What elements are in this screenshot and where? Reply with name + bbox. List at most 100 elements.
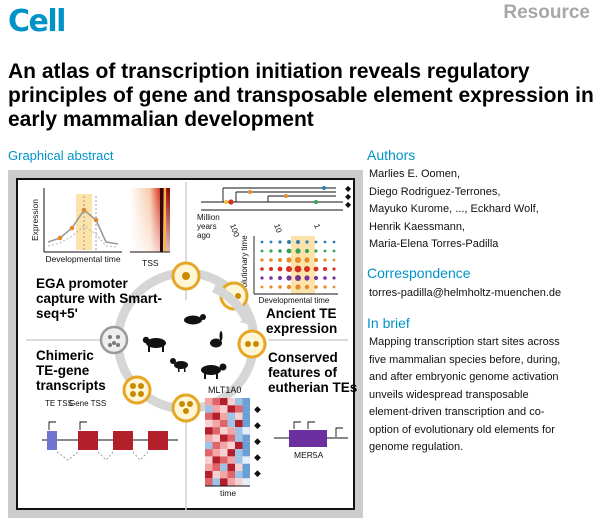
heatmap-cell — [205, 456, 213, 464]
heatmap-cell — [235, 478, 243, 486]
dot-plot-point — [314, 240, 318, 244]
dot-plot-point — [286, 248, 292, 254]
dot-plot-point — [269, 240, 273, 244]
heatmap-cell — [205, 427, 213, 435]
in-brief-line: option of evolutionary old elements for — [369, 423, 555, 436]
heatmap-cell — [220, 441, 228, 450]
svg-text:◆: ◆ — [345, 184, 352, 193]
dot-plot-point — [313, 266, 319, 272]
svg-text:◆: ◆ — [254, 437, 261, 447]
chimeric-title: Chimeric TE-gene transcripts — [36, 348, 106, 393]
in-brief-text: Mapping transcription start sites across… — [369, 334, 560, 457]
heatmap-cell — [212, 456, 220, 464]
dot-plot-point — [260, 249, 264, 253]
expression-chart: Expression Developmental time — [30, 188, 122, 264]
tss-heatmap: TSS — [130, 188, 170, 268]
author-line[interactable]: Henrik Kaessmann, — [369, 220, 465, 233]
in-brief-line: unveils widespread transposable — [369, 388, 529, 401]
ega-title: EGA promoter capture with Smart-seq+5' — [36, 276, 163, 321]
graphical-abstract-heading: Graphical abstract — [8, 148, 114, 163]
heatmap-cell — [220, 471, 228, 479]
heatmap-cell — [227, 412, 235, 420]
mammal-silhouettes — [142, 314, 227, 379]
heatmap-cell — [212, 419, 220, 428]
heatmap-cell — [235, 419, 243, 428]
correspondence-heading: Correspondence — [367, 265, 471, 281]
gene-exon — [113, 431, 133, 450]
heatmap-cell — [212, 405, 220, 413]
dot-plot: Evolutionary time Developmental time — [240, 235, 338, 305]
author-line[interactable]: Diego Rodriguez-Terrones, — [369, 185, 501, 198]
heatmap-cell — [205, 478, 213, 486]
dot-plot-point — [286, 275, 292, 281]
dot-plot-point — [260, 276, 264, 280]
dot-plot-point — [323, 276, 327, 280]
heatmap-cell — [205, 405, 213, 413]
dot-plot-point — [305, 249, 309, 253]
gene-exon — [78, 431, 98, 450]
dot-plot-point — [304, 266, 310, 272]
heatmap-cell — [227, 456, 235, 464]
dot-plot-point — [323, 267, 327, 271]
heatmap-cell — [205, 412, 213, 420]
heatmap-cell — [242, 478, 250, 486]
heatmap-cell — [205, 441, 213, 450]
dot-plot-point — [260, 258, 264, 262]
heatmap-cell — [220, 434, 228, 442]
heatmap-time-label: time — [220, 488, 236, 498]
heatmap-cell — [220, 463, 228, 471]
heatmap-cell — [212, 478, 220, 486]
heatmap-cell — [227, 419, 235, 428]
heatmap-cell — [235, 398, 243, 406]
heatmap-cell — [242, 449, 250, 457]
dot-plot-point — [269, 249, 273, 253]
journal-logo: Cell — [8, 4, 66, 39]
dot-plot-point — [278, 258, 282, 262]
heatmap-cell — [220, 478, 228, 486]
in-brief-line: five mammalian species before, during, — [369, 353, 561, 366]
dot-plot-point — [277, 266, 283, 272]
in-brief-heading: In brief — [367, 315, 410, 331]
heatmap-cell — [205, 449, 213, 457]
dot-plot-point — [269, 267, 273, 271]
heatmap-cell — [227, 398, 235, 406]
heatmap-cell — [205, 434, 213, 442]
dot-plot-point — [314, 276, 318, 280]
heatmap-cell — [242, 463, 250, 471]
authors-heading: Authors — [367, 147, 416, 163]
conserved-title: Conserved features of eutherian TEs — [268, 350, 358, 395]
heatmap-cell — [212, 463, 220, 471]
heatmap-cell — [242, 427, 250, 435]
cycle-arrowhead — [240, 312, 254, 326]
ancient-te-title: Ancient TE expression — [266, 306, 338, 336]
article-type-label: Resource — [503, 2, 590, 23]
correspondence-email[interactable]: torres-padilla@helmholtz-muenchen.de — [369, 287, 562, 299]
tick-label: 100 — [228, 223, 241, 239]
graphical-abstract-panel: Expression Developmental time TSS — [16, 178, 358, 510]
dot-plot-point — [305, 240, 309, 244]
mlt1a0-heatmap: MLT1A0 time ◆ ◆ ◆ ◆ ◆ — [205, 385, 261, 498]
heatmap-cell — [220, 398, 228, 406]
heatmap-cell — [227, 471, 235, 479]
author-line[interactable]: Marlies E. Oomen, — [369, 168, 461, 180]
dot-plot-point — [332, 258, 336, 262]
dot-plot-point — [269, 258, 273, 262]
heatmap-cell — [242, 419, 250, 428]
dot-plot-point — [304, 257, 310, 263]
dot-plot-point — [269, 285, 273, 289]
heatmap-cell — [227, 434, 235, 442]
dot-plot-point — [295, 284, 301, 290]
te-exon — [47, 431, 57, 450]
heatmap-cell — [205, 419, 213, 428]
author-line[interactable]: Mayuko Kurome, ..., Eckhard Wolf, — [369, 203, 539, 215]
author-line[interactable]: Maria-Elena Torres-Padilla — [369, 238, 499, 250]
article-title: An atlas of transcription initiation rev… — [8, 60, 594, 131]
heatmap-cell — [212, 434, 220, 442]
mer5a-element: MER5A — [274, 421, 348, 460]
dot-plot-point — [295, 248, 301, 254]
dot-plot-point — [296, 240, 300, 244]
dev-time-label: Developmental time — [259, 296, 330, 305]
heatmap-cell — [212, 441, 220, 450]
dot-plot-point — [278, 240, 282, 244]
